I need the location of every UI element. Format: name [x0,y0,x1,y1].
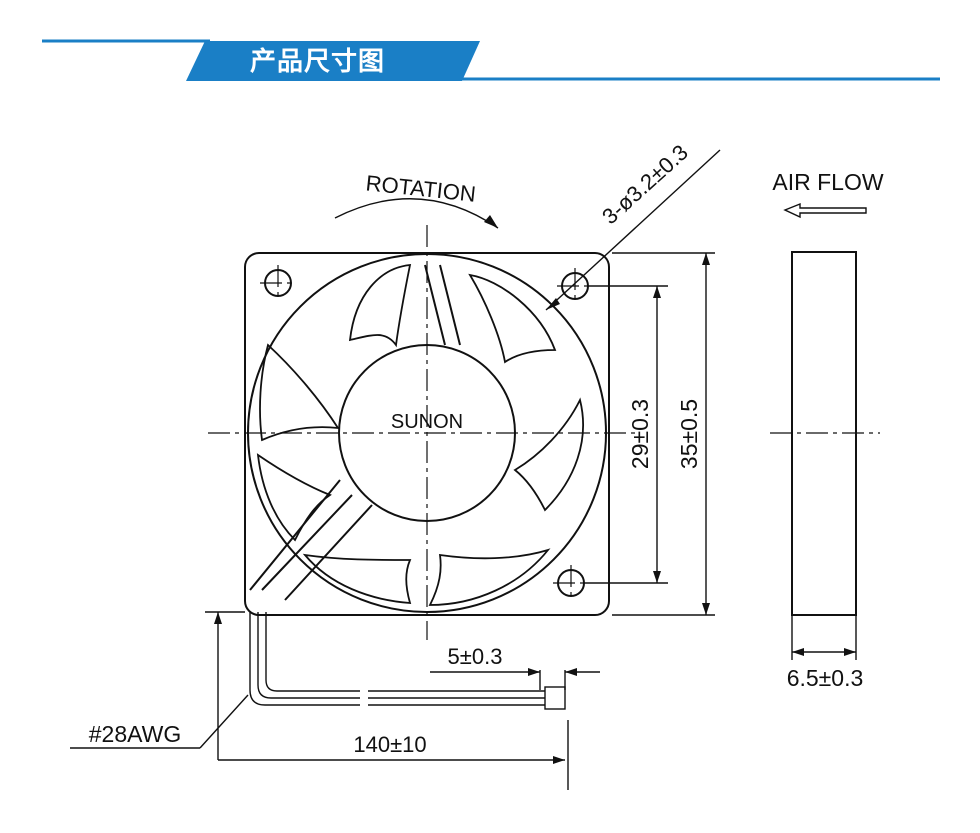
wire-gauge-label: #28AWG [89,721,181,747]
section-header: 产品尺寸图 [0,0,980,90]
wire-length-label: 140±10 [353,732,426,757]
frame-size-label: 35±0.5 [676,399,702,469]
fan-blades [256,263,584,606]
center-lines [208,225,880,640]
brand-label: SUNON [391,411,463,433]
hole-diameter-label: 3-ø3.2±0.3 [597,140,693,230]
hole-spacing-label: 29±0.3 [627,399,653,469]
fan-strut [424,264,461,346]
wire-channel [249,479,373,601]
header-decoration [42,39,940,81]
airflow-label: AIR FLOW [772,169,883,195]
section-title: 产品尺寸图 [250,47,386,77]
arrowheads [214,215,856,764]
wire-strip-label: 5±0.3 [448,644,503,669]
thickness-label: 6.5±0.3 [787,665,864,691]
dimension-lines [70,149,867,790]
